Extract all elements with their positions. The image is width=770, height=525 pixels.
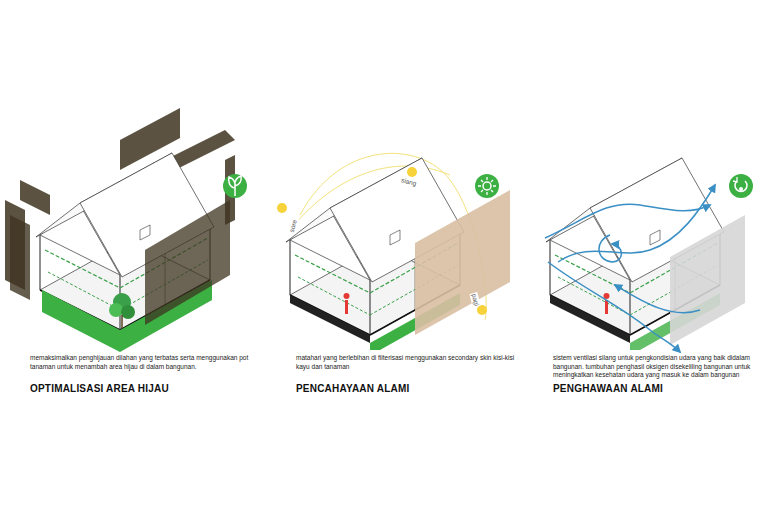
section-title: OPTIMALISASI AREA HIJAU	[30, 383, 169, 394]
sun-label: sore	[288, 218, 300, 234]
section-title: PENGHAWAAN ALAMI	[553, 383, 663, 394]
section-title: PENCAHAYAAN ALAMI	[296, 383, 409, 394]
caption-text: sistem ventilasi silang untuk pengkondis…	[553, 354, 770, 380]
caption-text: memaksimalkan penghijauan dilahan yang t…	[30, 354, 255, 371]
caption-text: matahari yang berlebihan di filterisasi …	[296, 354, 521, 371]
